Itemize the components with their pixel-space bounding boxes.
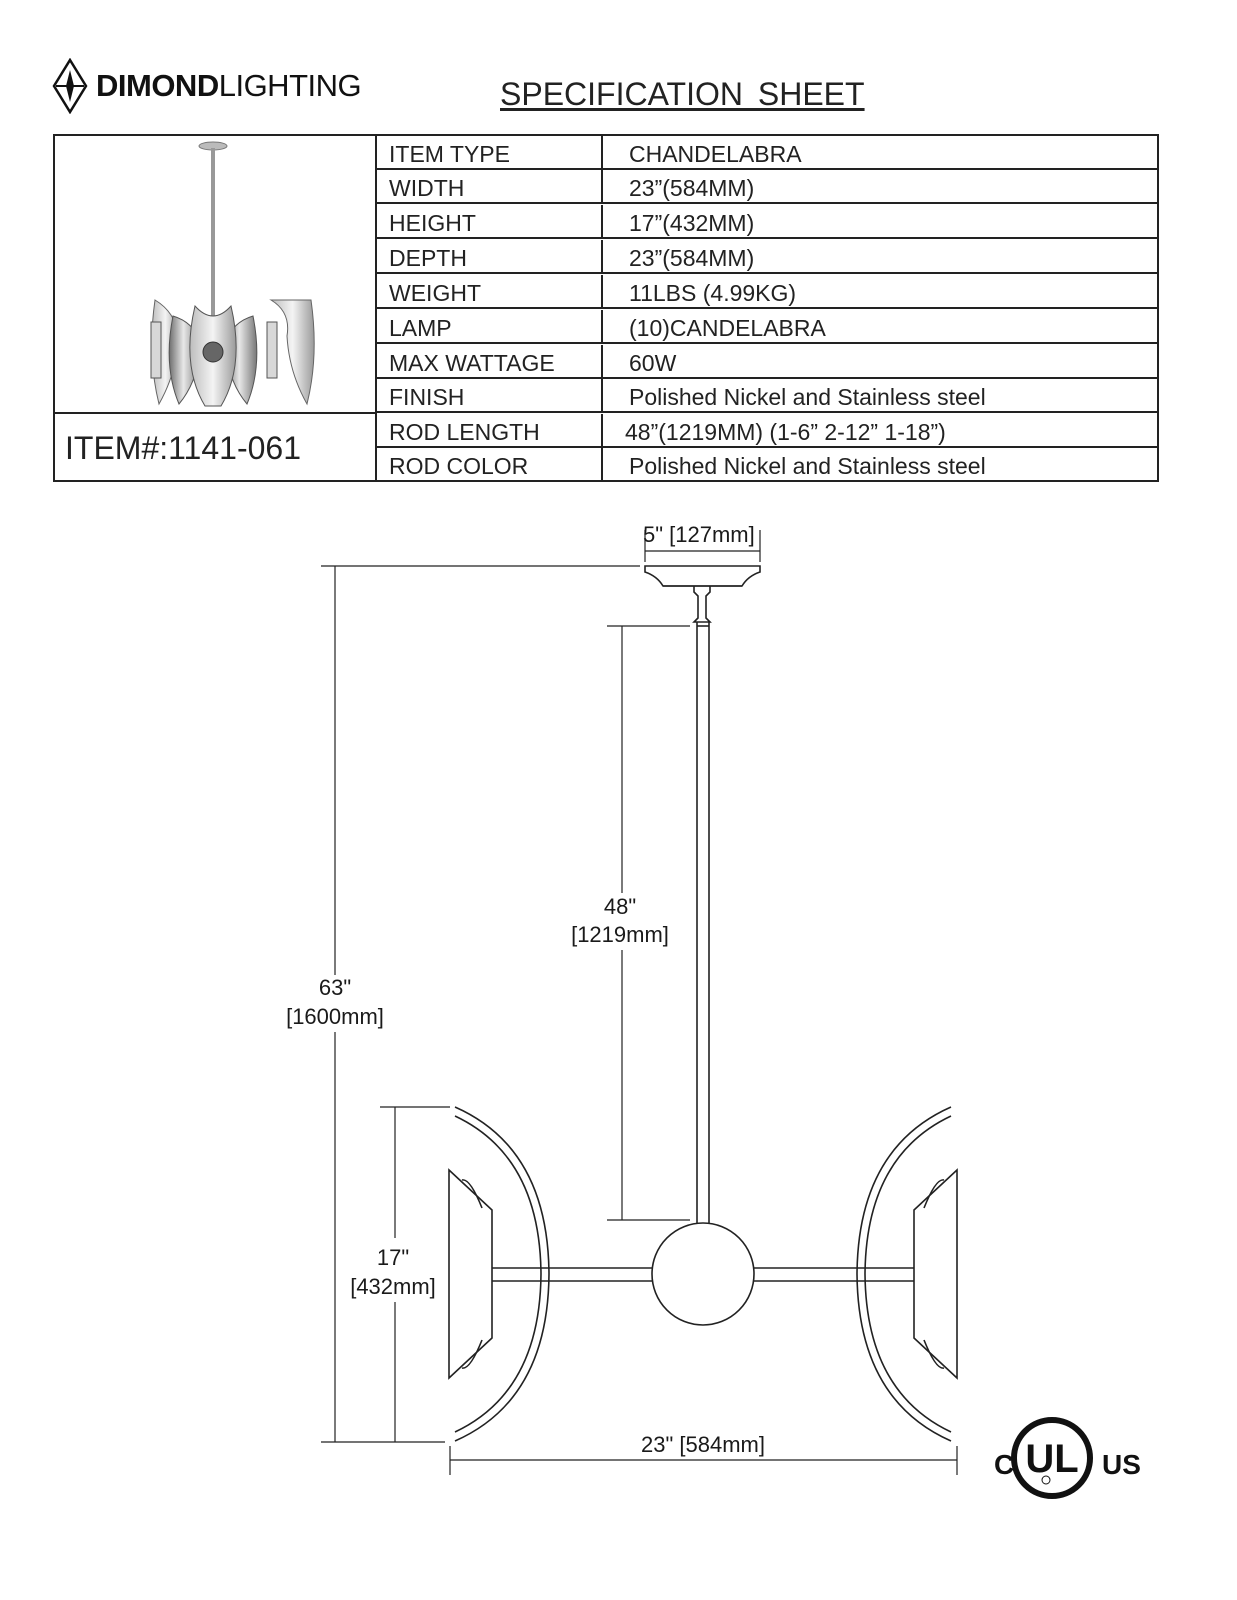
spec-label: MAX WATTAGE xyxy=(377,345,603,377)
overall-height-inches: 63" xyxy=(319,975,351,1000)
spec-value: CHANDELABRA xyxy=(629,141,802,167)
ul-listed-icon: C UL US xyxy=(994,1417,1141,1499)
spec-row-lamp: LAMP (10)CANDELABRA xyxy=(377,310,1157,344)
ul-mark-text: UL xyxy=(1025,1437,1078,1481)
spec-value: 23”(584MM) xyxy=(629,245,755,271)
spec-label: HEIGHT xyxy=(377,205,603,237)
spec-value: 17”(432MM) xyxy=(629,210,755,236)
ul-prefix: C xyxy=(994,1449,1014,1480)
spec-value: Polished Nickel and Stainless steel xyxy=(629,384,986,410)
diamond-logo-icon xyxy=(52,57,88,115)
spec-row-item-type: ITEM TYPE CHANDELABRA xyxy=(377,136,1157,170)
spec-label: ROD COLOR xyxy=(377,448,603,482)
spec-value: 23”(584MM) xyxy=(629,175,755,201)
product-photo xyxy=(150,141,315,407)
brand-name: DIMONDLIGHTING xyxy=(96,68,362,104)
brand-name-light: LIGHTING xyxy=(218,68,362,103)
spec-label: ITEM TYPE xyxy=(377,136,603,168)
spec-label: ROD LENGTH xyxy=(377,414,603,446)
right-lamp-holder xyxy=(913,1168,958,1380)
fixture-width-label: 23" [584mm] xyxy=(641,1432,765,1457)
brand-name-bold: DIMOND xyxy=(96,68,219,103)
spec-value: 60W xyxy=(629,350,677,376)
overall-height-mm: [1600mm] xyxy=(286,1004,384,1029)
canopy-fitting xyxy=(692,586,712,623)
spec-row-depth: DEPTH 23”(584MM) xyxy=(377,240,1157,274)
left-shade-outer xyxy=(454,1106,550,1442)
spec-row-height: HEIGHT 17”(432MM) xyxy=(377,205,1157,239)
dimension-drawing: 5" [127mm] 48" [1219mm] 63" [1600mm] 17"… xyxy=(286,522,958,1475)
spec-label: DEPTH xyxy=(377,240,603,272)
spec-label: LAMP xyxy=(377,310,603,342)
spec-label: FINISH xyxy=(377,379,603,411)
spec-value: 11LBS (4.99KG) xyxy=(629,280,797,306)
rod-dimension-inches: 48" xyxy=(604,894,636,919)
right-shade-outer xyxy=(856,1106,952,1442)
product-image-cell xyxy=(55,136,377,414)
ul-certification-mark: C UL US xyxy=(990,1412,1141,1506)
item-number-cell: ITEM#:1141-061 xyxy=(55,414,377,480)
center-sphere xyxy=(651,1222,755,1326)
ul-suffix: US xyxy=(1102,1449,1140,1480)
canopy-shape xyxy=(644,565,761,587)
spec-label: WEIGHT xyxy=(377,275,603,307)
spec-row-weight: WEIGHT 11LBS (4.99KG) xyxy=(377,275,1157,309)
spec-value: 48”(1219MM) (1-6” 2-12” 1-18”) xyxy=(625,419,946,445)
spec-value: Polished Nickel and Stainless steel xyxy=(629,453,986,479)
fixture-height-inches: 17" xyxy=(377,1245,409,1270)
spec-row-rod-length: ROD LENGTH 48”(1219MM) (1-6” 2-12” 1-18”… xyxy=(377,414,1157,448)
spec-row-finish: FINISH Polished Nickel and Stainless ste… xyxy=(377,379,1157,413)
spec-label: WIDTH xyxy=(377,170,603,202)
spec-rows: ITEM TYPE CHANDELABRA WIDTH 23”(584MM) H… xyxy=(377,136,1157,482)
left-lamp-holder xyxy=(448,1168,493,1380)
canopy-dimension-label: 5" [127mm] xyxy=(643,522,755,547)
fixture-height-mm: [432mm] xyxy=(350,1274,436,1299)
spec-table: ITEM#:1141-061 ITEM TYPE CHANDELABRA WID… xyxy=(53,134,1159,482)
rod-dimension-mm: [1219mm] xyxy=(571,922,669,947)
spec-row-width: WIDTH 23”(584MM) xyxy=(377,170,1157,204)
spec-row-rod-color: ROD COLOR Polished Nickel and Stainless … xyxy=(377,448,1157,482)
page-title: SPECIFICATION SHEET xyxy=(500,76,865,112)
spec-row-max-wattage: MAX WATTAGE 60W xyxy=(377,345,1157,379)
item-number: ITEM#:1141-061 xyxy=(65,430,301,466)
spec-value: (10)CANDELABRA xyxy=(629,315,826,341)
brand-logo: DIMONDLIGHTING xyxy=(52,57,382,115)
